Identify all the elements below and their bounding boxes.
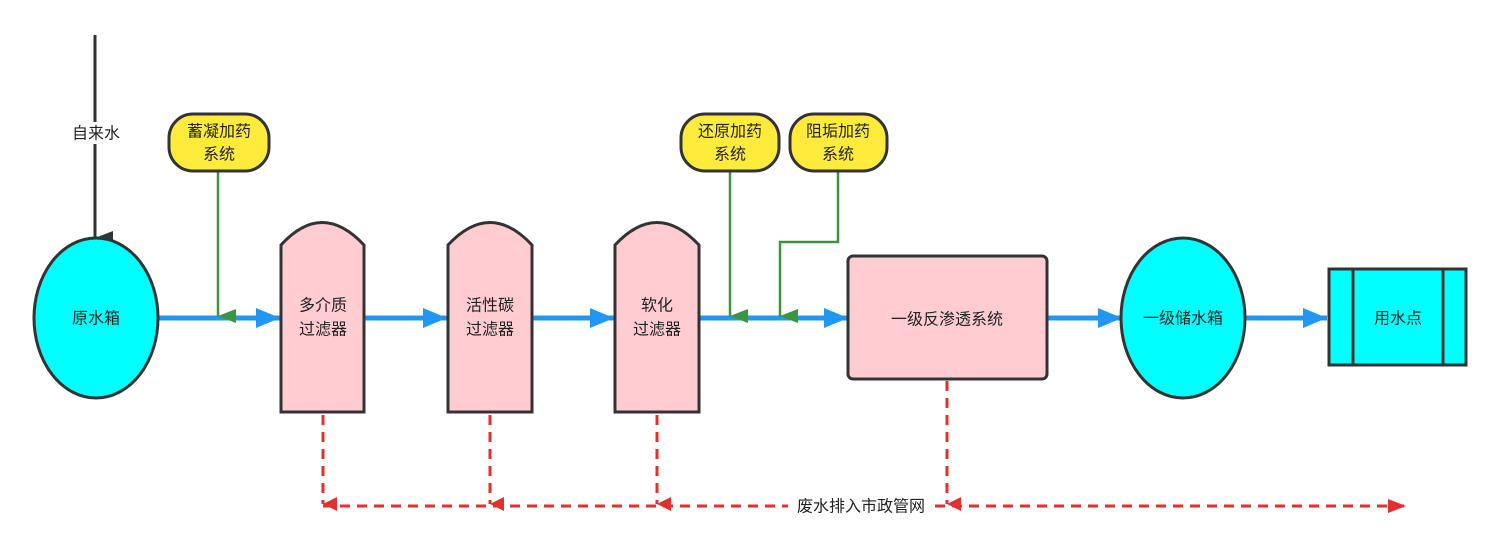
water-use-point[interactable]: 用水点 bbox=[1327, 267, 1468, 367]
ro-system[interactable]: 一级反渗透系统 bbox=[846, 254, 1049, 381]
dosing-lines bbox=[216, 172, 840, 323]
raw-water-tank[interactable]: 原水箱 bbox=[32, 236, 160, 400]
filter-label: 软化 bbox=[641, 296, 673, 315]
storage-tank-label: 一级储水箱 bbox=[1143, 309, 1223, 328]
waste-label: 废水排入市政管网 bbox=[797, 497, 925, 516]
dosing-label: 系统 bbox=[203, 145, 235, 164]
filter-label: 过滤器 bbox=[299, 320, 347, 339]
filter-label: 活性碳 bbox=[466, 296, 514, 315]
filter-label: 过滤器 bbox=[633, 320, 681, 339]
use-point-label: 用水点 bbox=[1374, 309, 1422, 328]
filter-label: 多介质 bbox=[299, 296, 347, 315]
softening-filter[interactable]: 软化 过滤器 bbox=[613, 221, 701, 414]
filter-label: 过滤器 bbox=[466, 320, 514, 339]
dosing-label: 蓄凝加药 bbox=[187, 122, 251, 141]
ro-label: 一级反渗透系统 bbox=[891, 310, 1003, 329]
coagulant-dosing-system[interactable]: 蓄凝加药 系统 bbox=[167, 112, 271, 173]
multimedia-filter[interactable]: 多介质 过滤器 bbox=[279, 221, 366, 414]
dosing-label: 阻垢加药 bbox=[806, 122, 870, 141]
dosing-label: 系统 bbox=[822, 145, 854, 164]
dosing-label: 还原加药 bbox=[698, 122, 762, 141]
dosing-label: 系统 bbox=[714, 145, 746, 164]
antiscalant-dosing-system[interactable]: 阻垢加药 系统 bbox=[788, 112, 889, 173]
primary-storage-tank[interactable]: 一级储水箱 bbox=[1119, 236, 1247, 400]
inlet-label: 自来水 bbox=[72, 124, 120, 143]
waste-lines bbox=[321, 381, 1406, 513]
reductant-dosing-system[interactable]: 还原加药 系统 bbox=[679, 112, 781, 173]
activated-carbon-filter[interactable]: 活性碳 过滤器 bbox=[446, 221, 534, 414]
raw-tank-label: 原水箱 bbox=[72, 309, 120, 328]
